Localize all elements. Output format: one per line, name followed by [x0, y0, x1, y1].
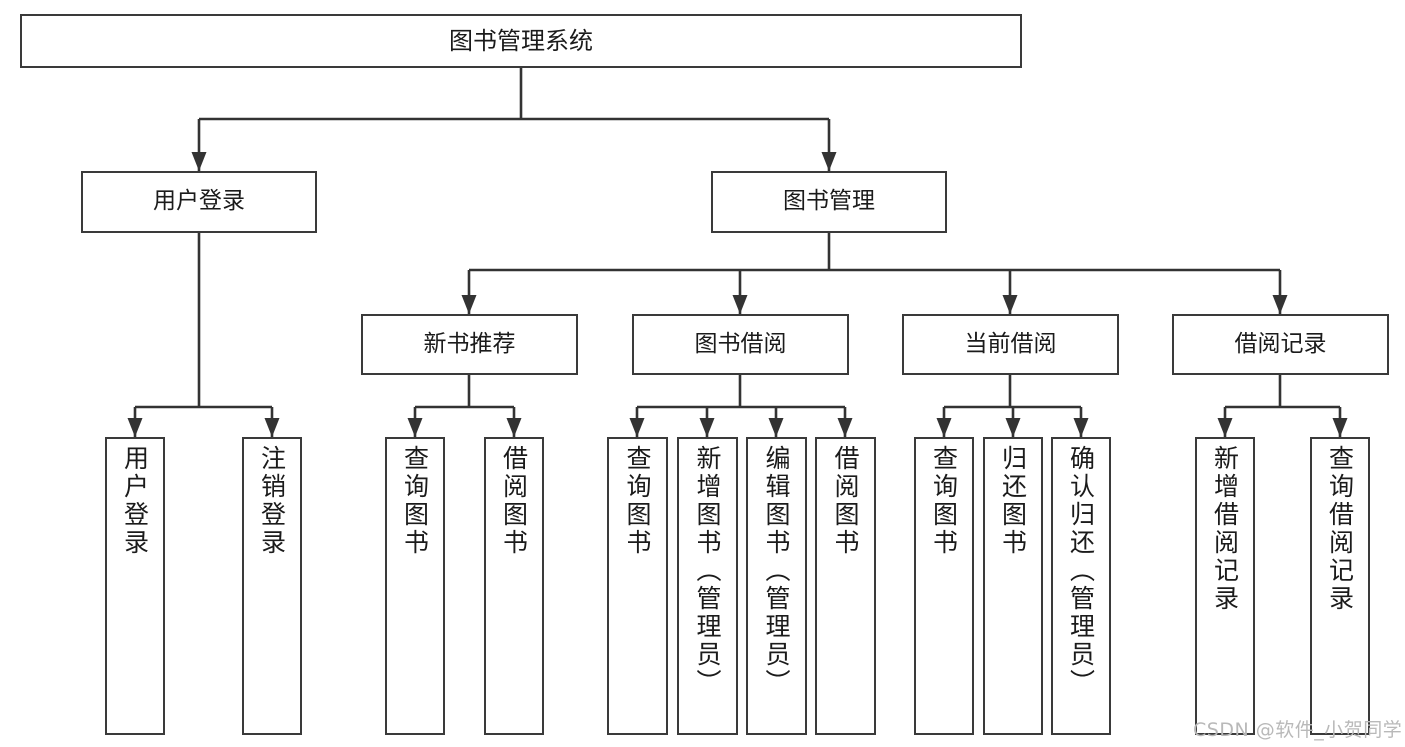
node-leaf-borrow-edit[interactable]: 编辑图书（管理员）: [746, 437, 807, 735]
arrowhead-icon: [1332, 418, 1348, 437]
csdn-watermark: CSDN @软件_小贺同学: [1193, 719, 1403, 741]
node-leaf-rec-add[interactable]: 新增借阅记录: [1195, 437, 1255, 735]
arrowhead-icon: [1005, 418, 1021, 437]
node-leaf-rec-query[interactable]: 查询借阅记录: [1310, 437, 1370, 735]
arrowhead-icon: [837, 418, 853, 437]
node-label-leaf-cur-query: 查询图书: [929, 445, 959, 557]
node-label-leaf-user-logout: 注销登录: [257, 445, 287, 557]
node-label-leaf-rec-query: 查询借阅记录: [1325, 445, 1355, 613]
node-label-login: 用户登录: [153, 188, 245, 215]
node-leaf-cur-confirm[interactable]: 确认归还（管理员）: [1051, 437, 1111, 735]
arrowhead-icon: [1002, 295, 1018, 314]
node-leaf-borrow-query[interactable]: 查询图书: [607, 437, 668, 735]
node-label-leaf-new-borrow: 借阅图书: [499, 445, 529, 557]
node-label-leaf-user-login: 用户登录: [120, 445, 150, 557]
node-label-leaf-cur-confirm: 确认归还（管理员）: [1066, 445, 1096, 697]
node-label-leaf-borrow-lend: 借阅图书: [831, 445, 860, 557]
node-current[interactable]: 当前借阅: [902, 314, 1119, 375]
node-label-newbook: 新书推荐: [423, 330, 516, 357]
arrowhead-icon: [506, 418, 522, 437]
arrowhead-icon: [461, 295, 477, 314]
node-label-leaf-new-query: 查询图书: [400, 445, 430, 557]
node-leaf-cur-return[interactable]: 归还图书: [983, 437, 1043, 735]
node-records[interactable]: 借阅记录: [1172, 314, 1389, 375]
node-label-borrow: 图书借阅: [694, 330, 787, 357]
node-leaf-new-borrow[interactable]: 借阅图书: [484, 437, 544, 735]
arrowhead-icon: [732, 295, 748, 314]
node-leaf-borrow-add[interactable]: 新增图书（管理员）: [677, 437, 738, 735]
node-label-leaf-cur-return: 归还图书: [998, 445, 1028, 557]
node-label-leaf-borrow-add: 新增图书（管理员）: [693, 445, 722, 697]
node-label-leaf-borrow-query: 查询图书: [623, 445, 652, 557]
node-leaf-borrow-lend[interactable]: 借阅图书: [815, 437, 876, 735]
node-leaf-user-logout[interactable]: 注销登录: [242, 437, 302, 735]
arrowhead-icon: [407, 418, 423, 437]
arrowhead-icon: [1217, 418, 1233, 437]
arrowhead-icon: [264, 418, 280, 437]
node-label-records: 借阅记录: [1234, 330, 1327, 357]
node-leaf-user-login[interactable]: 用户登录: [105, 437, 165, 735]
node-login[interactable]: 用户登录: [81, 171, 317, 233]
arrowhead-icon: [1073, 418, 1089, 437]
arrowhead-icon: [191, 152, 207, 171]
arrowhead-icon: [1272, 295, 1288, 314]
node-bookmgmt[interactable]: 图书管理: [711, 171, 947, 233]
arrowhead-icon: [768, 418, 784, 437]
connector-lines: [127, 68, 1348, 437]
node-label-leaf-borrow-edit: 编辑图书（管理员）: [762, 445, 791, 697]
arrowhead-icon: [936, 418, 952, 437]
arrowhead-icon: [699, 418, 715, 437]
node-label-root: 图书管理系统: [449, 26, 593, 55]
node-leaf-new-query[interactable]: 查询图书: [385, 437, 445, 735]
node-label-leaf-rec-add: 新增借阅记录: [1210, 445, 1240, 613]
node-root[interactable]: 图书管理系统: [20, 14, 1022, 68]
node-leaf-cur-query[interactable]: 查询图书: [914, 437, 974, 735]
arrowhead-icon: [127, 418, 143, 437]
arrowhead-icon: [629, 418, 645, 437]
node-newbook[interactable]: 新书推荐: [361, 314, 578, 375]
node-label-bookmgmt: 图书管理: [783, 188, 875, 215]
arrowhead-icon: [821, 152, 837, 171]
node-label-current: 当前借阅: [964, 330, 1057, 357]
node-borrow[interactable]: 图书借阅: [632, 314, 849, 375]
